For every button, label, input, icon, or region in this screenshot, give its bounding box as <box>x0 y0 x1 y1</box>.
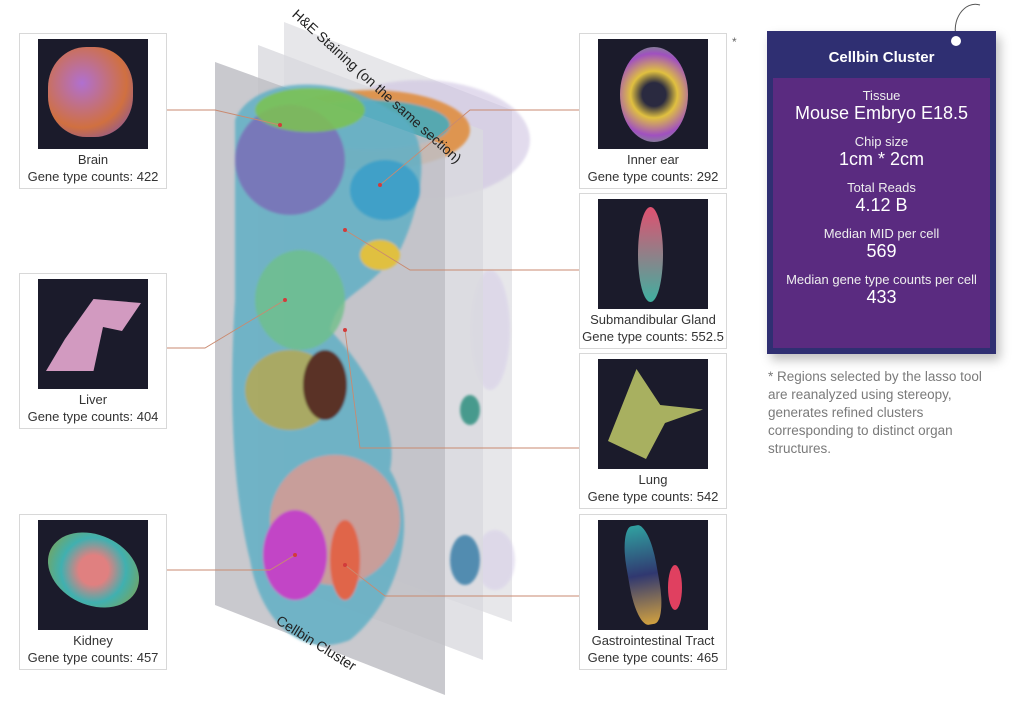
organ-name: Inner ear <box>626 152 680 167</box>
organ-panel-submandibular-gland: Submandibular Gland Gene type counts: 55… <box>579 193 727 349</box>
cellbin-cluster-card: Cellbin Cluster Tissue Mouse Embryo E18.… <box>767 31 996 354</box>
kidney-thumbnail <box>38 520 148 630</box>
organ-name: Gastrointestinal Tract <box>591 633 715 648</box>
gene-count: Gene type counts: 542 <box>587 489 719 504</box>
gi-tract-thumbnail <box>598 520 708 630</box>
stat-label: Median MID per cell <box>823 226 940 241</box>
submandibular-gland-thumbnail <box>598 199 708 309</box>
liver-thumbnail <box>38 279 148 389</box>
stat-label: Total Reads <box>847 180 916 195</box>
organ-name: Submandibular Gland <box>590 312 716 327</box>
stat-value: 1cm * 2cm <box>838 149 925 169</box>
tag-hole-icon <box>951 36 961 46</box>
footnote: * Regions selected by the lasso tool are… <box>768 369 982 456</box>
organ-panel-liver: Liver Gene type counts: 404 <box>19 273 167 429</box>
organ-panel-kidney: Kidney Gene type counts: 457 <box>19 514 167 670</box>
stat-label: Tissue <box>862 88 901 103</box>
cluster-tissue <box>232 84 422 646</box>
gene-count: Gene type counts: 422 <box>27 169 159 184</box>
gene-count: Gene type counts: 552.5 <box>582 329 724 344</box>
stat-value: 4.12 B <box>855 195 908 215</box>
organ-panel-gi-tract: Gastrointestinal Tract Gene type counts:… <box>579 514 727 670</box>
gene-count: Gene type counts: 465 <box>587 650 719 665</box>
organ-name: Brain <box>77 152 109 167</box>
gene-count: Gene type counts: 292 <box>587 169 719 184</box>
asterisk-mark: * <box>732 35 737 49</box>
organ-name: Lung <box>638 472 668 487</box>
organ-panel-inner-ear: Inner ear Gene type counts: 292 <box>579 33 727 189</box>
gene-count: Gene type counts: 404 <box>27 409 159 424</box>
inner-ear-thumbnail <box>598 39 708 149</box>
organ-panel-lung: Lung Gene type counts: 542 <box>579 353 727 509</box>
anchor-dots <box>278 123 382 567</box>
stat-value: 433 <box>866 287 897 307</box>
lung-thumbnail <box>598 359 708 469</box>
leader-lines <box>163 109 579 597</box>
organ-panel-brain: Brain Gene type counts: 422 <box>19 33 167 189</box>
card-stats: Tissue Mouse Embryo E18.5 Chip size 1cm … <box>773 78 990 348</box>
stat-value: Mouse Embryo E18.5 <box>794 103 969 123</box>
organ-name: Kidney <box>73 633 113 648</box>
card-title: Cellbin Cluster <box>828 49 935 66</box>
stat-label: Chip size <box>854 134 909 149</box>
brain-thumbnail <box>38 39 148 149</box>
stat-label: Median gene type counts per cell <box>786 272 977 287</box>
stat-value: 569 <box>866 241 897 261</box>
organ-name: Liver <box>78 392 108 407</box>
gene-count: Gene type counts: 457 <box>27 650 159 665</box>
